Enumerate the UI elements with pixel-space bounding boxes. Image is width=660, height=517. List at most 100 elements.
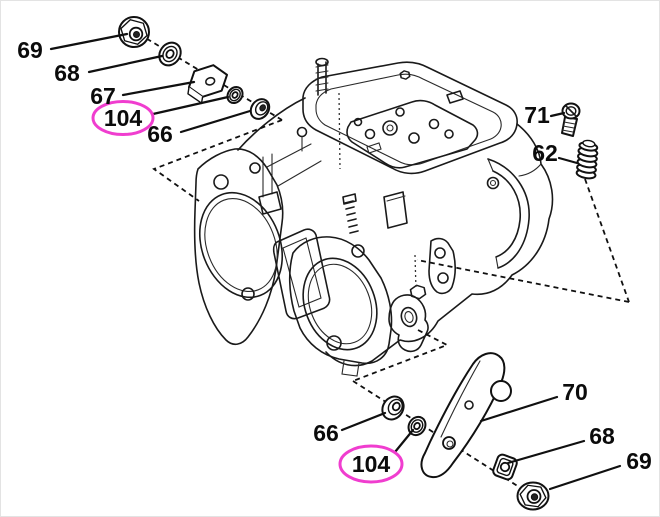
venturi-bore [302, 257, 378, 351]
leader-69-bottom [548, 464, 622, 491]
right-detail [518, 163, 542, 177]
bushing-bore [259, 104, 266, 112]
port [382, 120, 398, 136]
screw-threads [561, 121, 576, 133]
callout-67: 67 [90, 83, 116, 109]
callout-68-top: 68 [54, 60, 80, 86]
lever-hole-small [464, 400, 474, 410]
port [364, 128, 376, 140]
side-plate [428, 237, 456, 295]
callout-69-bottom: 69 [626, 448, 652, 474]
leader-66-top [179, 109, 252, 134]
threaded-stud [344, 200, 359, 234]
port [428, 118, 440, 130]
hex-dimple [204, 76, 216, 86]
plate-hole [434, 247, 446, 259]
highlight-ellipse-104-bottom [338, 444, 404, 484]
center-channel [272, 228, 331, 320]
linkage-block [258, 191, 282, 215]
hidden-centerline [414, 254, 417, 291]
washer-hole [165, 49, 175, 59]
top-cover-outline [302, 61, 518, 175]
lever-edge-line [440, 360, 481, 438]
channel-outer [272, 228, 331, 320]
small-fitting [446, 90, 464, 104]
bottom-tab [341, 360, 360, 377]
hex-side [187, 87, 204, 105]
stud-cap [315, 57, 329, 67]
callout-70: 70 [562, 379, 588, 405]
part-washer-top [158, 41, 182, 67]
bolt-hole [351, 244, 365, 258]
venturi-bore [198, 191, 284, 299]
dashed-zigzag-bottom [352, 329, 450, 382]
callout-69-top: 69 [17, 37, 43, 63]
leader-62 [557, 156, 579, 165]
spring-top [582, 139, 596, 148]
arm-bolt-hole [489, 179, 497, 187]
dashed-vertex-to-body [416, 259, 630, 303]
screw-slot [565, 105, 577, 117]
arm-inner [492, 170, 521, 258]
venturi-bore-inner [204, 198, 278, 292]
callout-66-bottom: 66 [313, 420, 339, 446]
part-spring [575, 139, 599, 180]
flange-outline [288, 236, 393, 365]
throttle-boss [388, 284, 429, 353]
leader-68-bottom [506, 439, 586, 465]
leader-104-top [151, 95, 230, 116]
port [386, 124, 394, 132]
nut-bore-center [133, 31, 140, 38]
arm-cap [487, 158, 499, 269]
leader-71 [549, 111, 566, 118]
lower-flange [288, 236, 393, 365]
leader-104-bottom [393, 428, 415, 454]
callout-68-bottom: 68 [589, 423, 615, 449]
part-flanged-nut-top [118, 16, 150, 48]
hidden-centerline [338, 92, 341, 170]
threaded-stud-cap [342, 193, 357, 205]
small-nut [399, 70, 411, 80]
venturi-bore-inner [307, 263, 373, 345]
channel-inner [282, 237, 322, 308]
callout-104-top: 104 [104, 105, 143, 131]
port [353, 117, 363, 127]
port-slot [366, 142, 382, 154]
assembly-dashed-lines [138, 33, 630, 502]
port [408, 132, 420, 144]
leader-67 [121, 80, 196, 97]
callout-leader-lines [49, 32, 622, 491]
top-cover [302, 61, 518, 175]
boss-nut [409, 284, 427, 300]
part-lever [420, 352, 512, 479]
part-flanged-nut-bottom [516, 481, 550, 511]
top-cover-inner [315, 73, 502, 166]
connector [266, 143, 312, 168]
lever-knob [490, 380, 512, 402]
part-bushing-top [249, 98, 271, 120]
top-studs [296, 57, 464, 234]
highlight-ellipse-104-top [91, 100, 155, 136]
stud-tower [383, 191, 408, 229]
dashed-zigzag-top [152, 119, 283, 202]
leader-70 [479, 395, 559, 423]
washer-hole [499, 461, 511, 473]
callout-71: 71 [524, 102, 550, 128]
washer-hole [231, 91, 239, 99]
bolt-hole [213, 174, 229, 190]
lever-hole-shaft-inner [446, 440, 454, 448]
shaft-hole [400, 306, 418, 328]
shaft-hole-inner [404, 311, 414, 323]
bolt-hole [241, 287, 255, 301]
main-block [237, 97, 554, 377]
leader-66-bottom [340, 411, 387, 432]
screw-head [296, 126, 308, 138]
part-bushing-bottom [381, 395, 405, 421]
leader-69-top [49, 32, 129, 51]
part-washer-bottom [492, 453, 518, 481]
callout-104-bottom: 104 [352, 451, 391, 477]
arm-outer [487, 158, 530, 269]
bolt-hole [326, 335, 342, 351]
